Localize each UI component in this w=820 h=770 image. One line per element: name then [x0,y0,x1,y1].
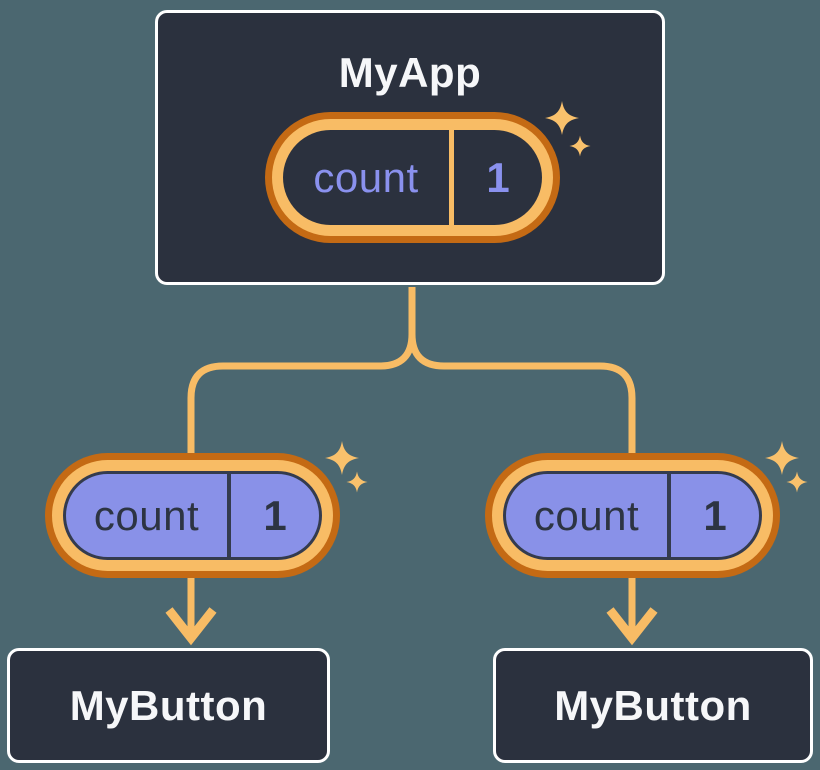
sparkle-icon [346,471,368,493]
left-child-component-title: MyButton [69,681,268,729]
right-child-component-title: MyButton [554,681,752,729]
left-child-state-pill: count 1 [45,453,340,578]
state-value-label: 1 [486,153,510,201]
right-child-component-card: MyButton [493,648,813,763]
state-name-label: count [533,491,640,539]
right-child-state-pill: count 1 [485,453,780,578]
pill-body: count 1 [503,471,762,560]
pill-ring: count 1 [52,460,333,571]
pill-divider [667,474,671,557]
sparkle-icon [325,441,359,475]
pill-body: count 1 [283,130,542,225]
root-state-pill: count 1 [265,112,560,243]
state-value-label: 1 [263,491,287,539]
root-component-title: MyApp [338,49,482,96]
state-value-label: 1 [703,491,727,539]
state-name-label: count [313,153,419,201]
left-child-component-card: MyButton [7,648,330,763]
pill-ring: count 1 [272,119,553,236]
pill-divider [449,130,454,225]
pill-body: count 1 [63,471,322,560]
arrow-down-icon [606,607,658,646]
arrow-down-icon [165,607,217,646]
pill-ring: count 1 [492,460,773,571]
state-name-label: count [93,491,200,539]
sparkle-icon [786,471,808,493]
sparkle-icon [765,441,799,475]
